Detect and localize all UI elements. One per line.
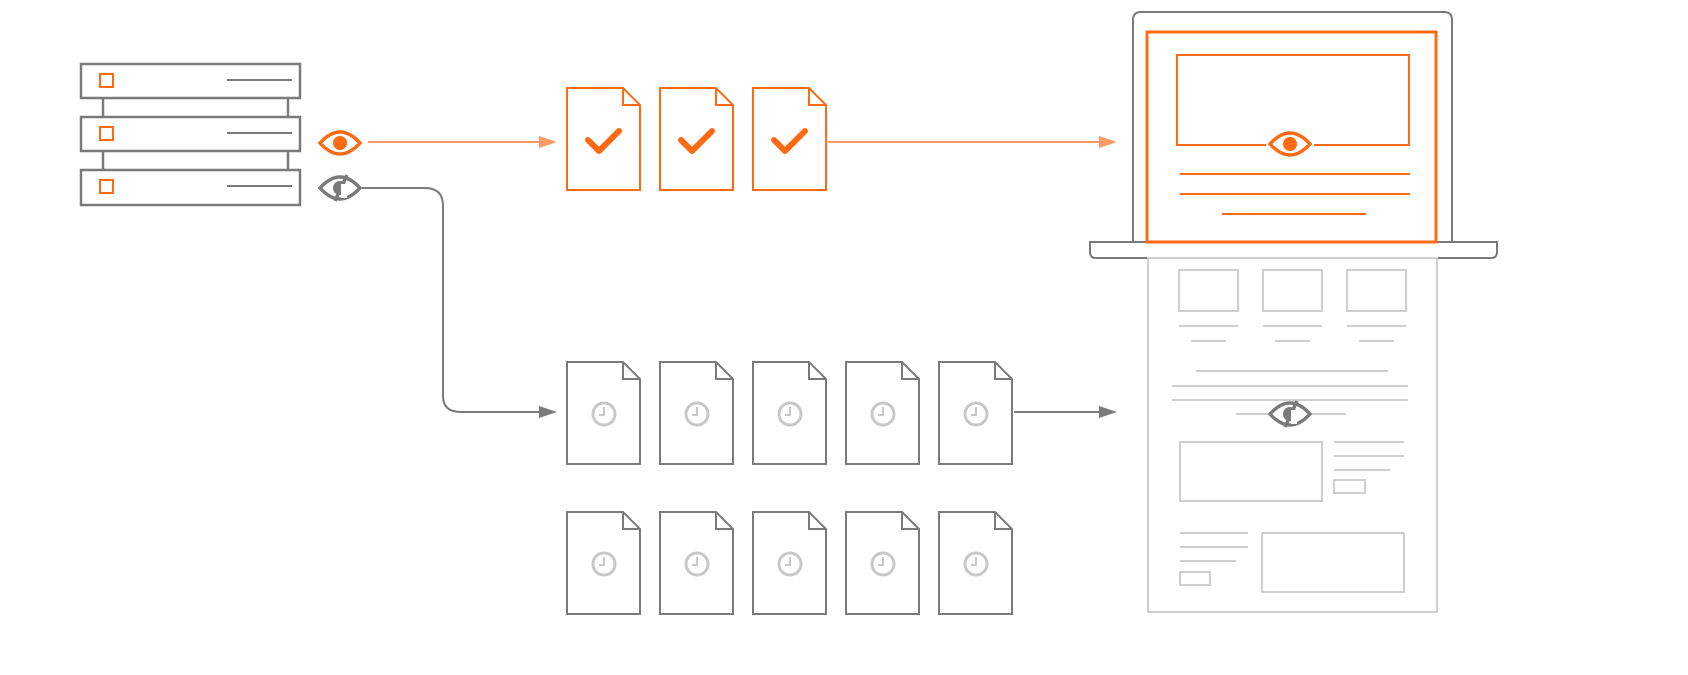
clock-face (684, 401, 710, 427)
clock-face (963, 551, 989, 577)
loaded-document (659, 87, 734, 191)
document-fold (994, 362, 1012, 380)
clock-icon (591, 401, 617, 427)
thumbnail (1178, 269, 1239, 312)
clock-hands (971, 407, 977, 416)
checkmark-icon (585, 128, 622, 154)
eye-pupil (333, 136, 347, 150)
document-fold (715, 88, 733, 106)
document-fold (901, 362, 919, 380)
deferred-document (938, 361, 1013, 465)
clock-icon (963, 401, 989, 427)
checkmark-icon (771, 128, 808, 154)
hero-image (1176, 54, 1410, 146)
deferred-document (659, 361, 734, 465)
clock-face (591, 551, 617, 577)
document-fold (808, 88, 826, 106)
clock-icon (591, 551, 617, 577)
deferred-document (845, 361, 920, 465)
clock-face (777, 401, 803, 427)
loaded-document (752, 87, 827, 191)
clock-hands (599, 407, 605, 416)
eye-slash-icon (1267, 400, 1313, 428)
clock-hands (878, 407, 884, 416)
clock-icon (870, 401, 896, 427)
clock-hands (692, 557, 698, 566)
document-fold (622, 512, 640, 530)
page-outline (1147, 257, 1438, 613)
deferred-document (845, 511, 920, 615)
eye-slash-gap (1291, 410, 1297, 424)
server-indicator (99, 73, 114, 88)
checkmark-icon (678, 128, 715, 154)
loaded-document (566, 87, 641, 191)
thumbnail (1346, 269, 1407, 312)
server-unit (79, 168, 302, 207)
deferred-document (566, 361, 641, 465)
clock-hands (599, 557, 605, 566)
document-fold (715, 512, 733, 530)
deferred-document (752, 511, 827, 615)
clock-hands (692, 407, 698, 416)
clock-icon (777, 551, 803, 577)
image-placeholder (1179, 441, 1323, 502)
clock-face (684, 551, 710, 577)
clock-icon (684, 551, 710, 577)
clock-hands (878, 557, 884, 566)
clock-face (591, 401, 617, 427)
document-fold (994, 512, 1012, 530)
eye-icon (317, 130, 363, 156)
clock-icon (870, 551, 896, 577)
laptop-base (1089, 241, 1498, 259)
deferred-document (659, 511, 734, 615)
visible-viewport (1145, 30, 1438, 244)
clock-hands (971, 557, 977, 566)
laptop-icon (1089, 11, 1498, 259)
document-fold (901, 512, 919, 530)
document-fold (622, 88, 640, 106)
arrow-head (539, 136, 557, 148)
deferred-document (566, 511, 641, 615)
document-fold (715, 362, 733, 380)
document-outline (752, 87, 827, 191)
button-placeholder (1179, 571, 1211, 586)
clock-icon (963, 551, 989, 577)
arrow-head (539, 406, 557, 418)
eye-slash-gap (341, 184, 347, 198)
visible-arrow (368, 136, 557, 148)
thumbnail (1262, 269, 1323, 312)
document-fold (808, 362, 826, 380)
hidden-path-line (362, 187, 545, 413)
clock-icon (684, 401, 710, 427)
document-fold (622, 362, 640, 380)
clock-face (963, 401, 989, 427)
image-placeholder (1261, 532, 1405, 593)
deferred-document (938, 511, 1013, 615)
document-outline (659, 87, 734, 191)
deferred-document (752, 361, 827, 465)
arrow-head (1099, 136, 1117, 148)
eye-pupil (1283, 137, 1297, 151)
hidden-to-page-arrow (1014, 406, 1117, 418)
laptop-lid (1132, 11, 1453, 242)
eye-icon (1267, 131, 1313, 157)
server-stack-icon (79, 62, 302, 207)
arrow-head (1099, 406, 1117, 418)
clock-face (870, 551, 896, 577)
clock-face (870, 401, 896, 427)
clock-hands (785, 407, 791, 416)
button-placeholder (1333, 479, 1366, 494)
below-fold-page (1147, 257, 1438, 613)
server-indicator (99, 126, 114, 141)
document-fold (808, 512, 826, 530)
clock-face (777, 551, 803, 577)
server-indicator (99, 179, 114, 194)
document-outline (566, 87, 641, 191)
visible-to-screen-arrow (828, 136, 1117, 148)
clock-hands (785, 557, 791, 566)
eye-slash-icon (317, 174, 363, 202)
clock-icon (777, 401, 803, 427)
